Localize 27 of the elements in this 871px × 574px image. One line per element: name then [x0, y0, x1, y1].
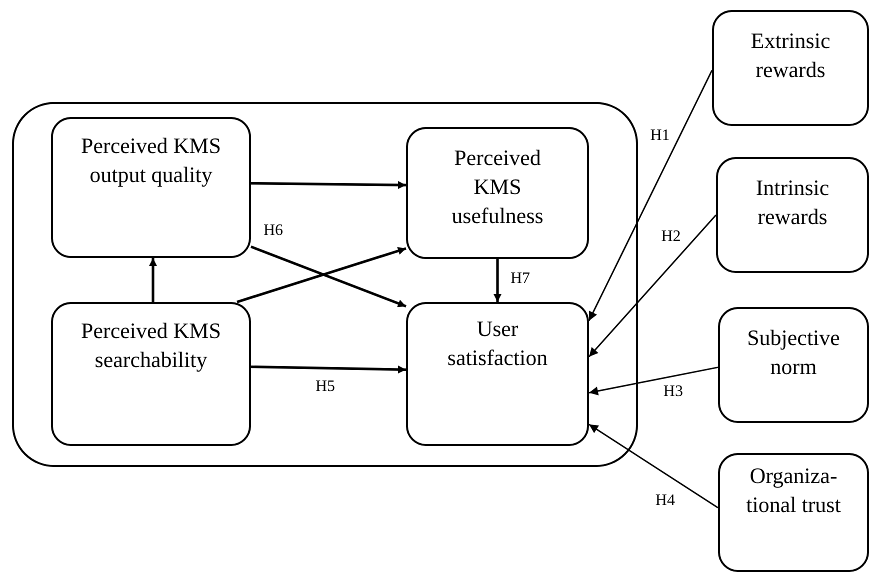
- arrow: [588, 366, 718, 396]
- construct-box: [406, 302, 589, 446]
- arrow: [494, 259, 502, 302]
- construct-label: Extrinsic rewards: [750, 27, 832, 84]
- construct-label: Perceived KMS output quality: [80, 132, 222, 189]
- arrow: [588, 424, 718, 508]
- construct-box: [406, 127, 589, 259]
- arrow: [588, 214, 717, 358]
- construct-label: Subjective norm: [746, 324, 841, 381]
- construct-box: [51, 117, 251, 258]
- construct-label: Perceived KMS searchability: [80, 317, 222, 374]
- construct-box: [51, 302, 251, 446]
- construct-box: [716, 157, 869, 273]
- arrow: [149, 258, 157, 302]
- arrow: [250, 366, 406, 374]
- group-box: [12, 102, 638, 467]
- construct-box: [718, 453, 869, 572]
- construct-label: User satisfaction: [446, 315, 549, 372]
- arrow: [250, 180, 406, 189]
- construct-box: [718, 307, 869, 423]
- arrow: [588, 70, 713, 322]
- construct-box: [712, 10, 869, 126]
- construct-label: Perceived KMS usefulness: [450, 144, 544, 230]
- construct-label: Organiza- tional trust: [745, 462, 842, 519]
- arrow: [236, 247, 406, 304]
- arrow: [250, 246, 406, 308]
- construct-label: Intrinsic rewards: [754, 174, 830, 231]
